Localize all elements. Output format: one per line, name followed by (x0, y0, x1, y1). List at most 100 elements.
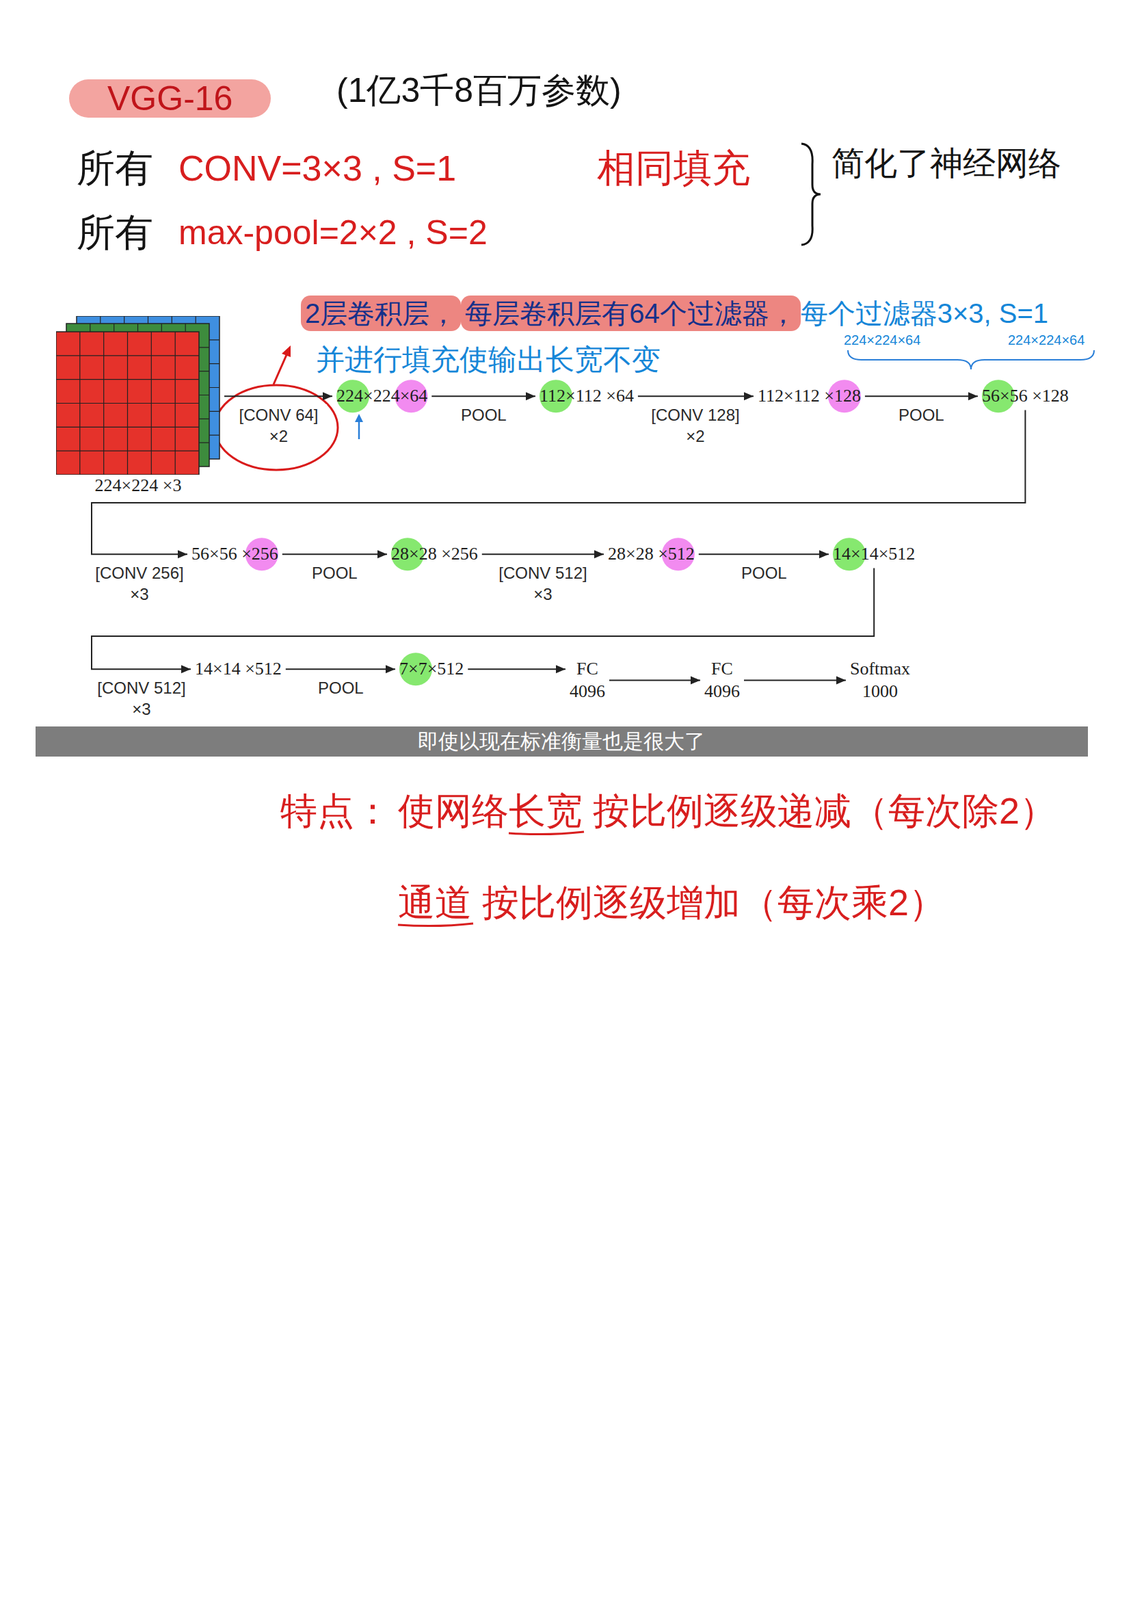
handwritten-note: 所有 (76, 144, 154, 193)
layer-detail: 4096 (704, 680, 740, 703)
layer-output: Softmax1000 (849, 657, 911, 703)
layer-name: 56×56 ×128 (981, 384, 1069, 408)
size-note: 224×224×64 (1007, 331, 1085, 349)
layer-output: 112×112 ×64 (539, 384, 634, 408)
arrow-line (431, 395, 536, 397)
underline (508, 831, 584, 835)
flow-arrow (698, 549, 829, 558)
layer-name: 28×28 ×256 (391, 542, 478, 566)
arrow-head (385, 664, 396, 673)
layer-output: 14×14×512 (832, 542, 915, 566)
underline (397, 923, 474, 926)
blue-note: 并进行填充使输出长宽不变 (315, 341, 661, 379)
layer-name: 14×14×512 (832, 542, 915, 566)
handwritten-note: 所有 (76, 208, 154, 257)
layer-name: FC (569, 657, 606, 681)
layer-output: 56×56 ×256 (191, 542, 279, 566)
summary-note: 简化了神经网络 (831, 142, 1062, 184)
blue-note: 每个过滤器3×3, S=1 (800, 295, 1049, 331)
flow-arrow (431, 391, 536, 401)
arrow-line (467, 668, 566, 670)
layer-name: 224×224×64 (336, 384, 428, 408)
input-image (56, 315, 221, 475)
arrow-head (594, 549, 604, 558)
subtitle-bar (35, 726, 1088, 757)
arrow-line (482, 553, 604, 555)
arrow-head (819, 549, 829, 558)
flow-arrow (743, 676, 846, 685)
layer-name: Softmax (849, 657, 911, 681)
layer-operation: [CONV 512] ×3 (490, 562, 595, 605)
arrow-head (377, 549, 388, 558)
layer-name: 56×56 ×256 (191, 542, 279, 566)
layer-output: 7×7×512 (399, 657, 464, 681)
layer-operation: POOL (458, 404, 509, 426)
flow-arrow (91, 568, 874, 674)
note-row: 2层卷积层，每层卷积层有64个过滤器，每个过滤器3×3, S=1 (300, 295, 1049, 331)
layer-name: 28×28 ×512 (607, 542, 695, 566)
title-pill: VGG-16 (69, 79, 271, 118)
layer-output: 112×112 ×128 (757, 384, 861, 408)
arrow-head (322, 391, 333, 401)
flow-arrow (865, 391, 978, 401)
layer-name: 112×112 ×128 (757, 384, 861, 408)
layer-detail: 4096 (569, 680, 606, 703)
arrow-line (637, 395, 754, 397)
flow-arrow (482, 549, 604, 558)
flow-arrow (609, 676, 701, 685)
highlighted-note: 每层卷积层有64个过滤器， (460, 295, 801, 331)
flow-arrow (282, 549, 388, 558)
arrow-head (555, 664, 566, 673)
arrow-line (282, 553, 388, 555)
layer-operation: [CONV 64] ×2 (230, 404, 327, 447)
feature-note: 使网络长宽 按比例逐级递减（每次除2） (397, 787, 1057, 835)
highlighted-note: 2层卷积层， (300, 295, 461, 331)
size-note: 224×224×64 (843, 331, 921, 349)
rule-note: max-pool=2×2 , S=2 (178, 211, 488, 255)
layer-operation: POOL (315, 676, 366, 699)
arrow-line (865, 395, 978, 397)
layer-name: 7×7×512 (399, 657, 464, 681)
arrow-head (968, 391, 978, 401)
layer-operation: POOL (739, 562, 790, 584)
arrow-head (525, 391, 536, 401)
flow-arrow (224, 391, 333, 401)
arrow-head (690, 676, 701, 685)
rule-note: 相同填充 (596, 144, 751, 193)
flow-arrow (637, 391, 754, 401)
input-volume: 224×224 ×3 (56, 315, 221, 498)
arrow-head (177, 549, 188, 558)
layer-output: 28×28 ×512 (607, 542, 695, 566)
curly-bracket (801, 143, 821, 245)
parameter-note: (1亿3千8百万参数) (336, 69, 622, 113)
video-subtitle: 即使以现在标准衡量也是很大了 (417, 728, 705, 755)
layer-name: 14×14 ×512 (194, 657, 282, 681)
arrow-line (609, 679, 701, 682)
layer-operation: [CONV 512] ×3 (89, 676, 194, 720)
pointer-head (354, 413, 364, 422)
layer-operation: [CONV 128] ×2 (643, 404, 748, 447)
layer-name: FC (704, 657, 740, 681)
flow-arrow (467, 664, 566, 673)
input-size: 224×224 ×3 (56, 474, 221, 498)
layer-name: 112×112 ×64 (539, 384, 634, 408)
arrow-line (698, 553, 829, 555)
arrow-line (285, 668, 396, 670)
flow-arrow (285, 664, 396, 673)
layer-output: 56×56 ×128 (981, 384, 1069, 408)
arrow-head (743, 391, 754, 401)
pointer-head (281, 345, 291, 357)
layer-output: 14×14 ×512 (194, 657, 282, 681)
layer-operation: POOL (309, 562, 360, 584)
brace (847, 350, 1095, 370)
pointer-line (358, 419, 361, 439)
layer-output: 28×28 ×256 (391, 542, 478, 566)
arrow-head (181, 664, 191, 673)
feature-note: 通道 按比例逐级增加（每次乘2） (397, 879, 946, 926)
highlight-ellipse (214, 384, 338, 470)
layer-operation: POOL (896, 404, 947, 426)
feature-heading: 特点： (280, 787, 392, 835)
layer-output: FC4096 (569, 657, 606, 703)
arrow-head (836, 676, 846, 685)
